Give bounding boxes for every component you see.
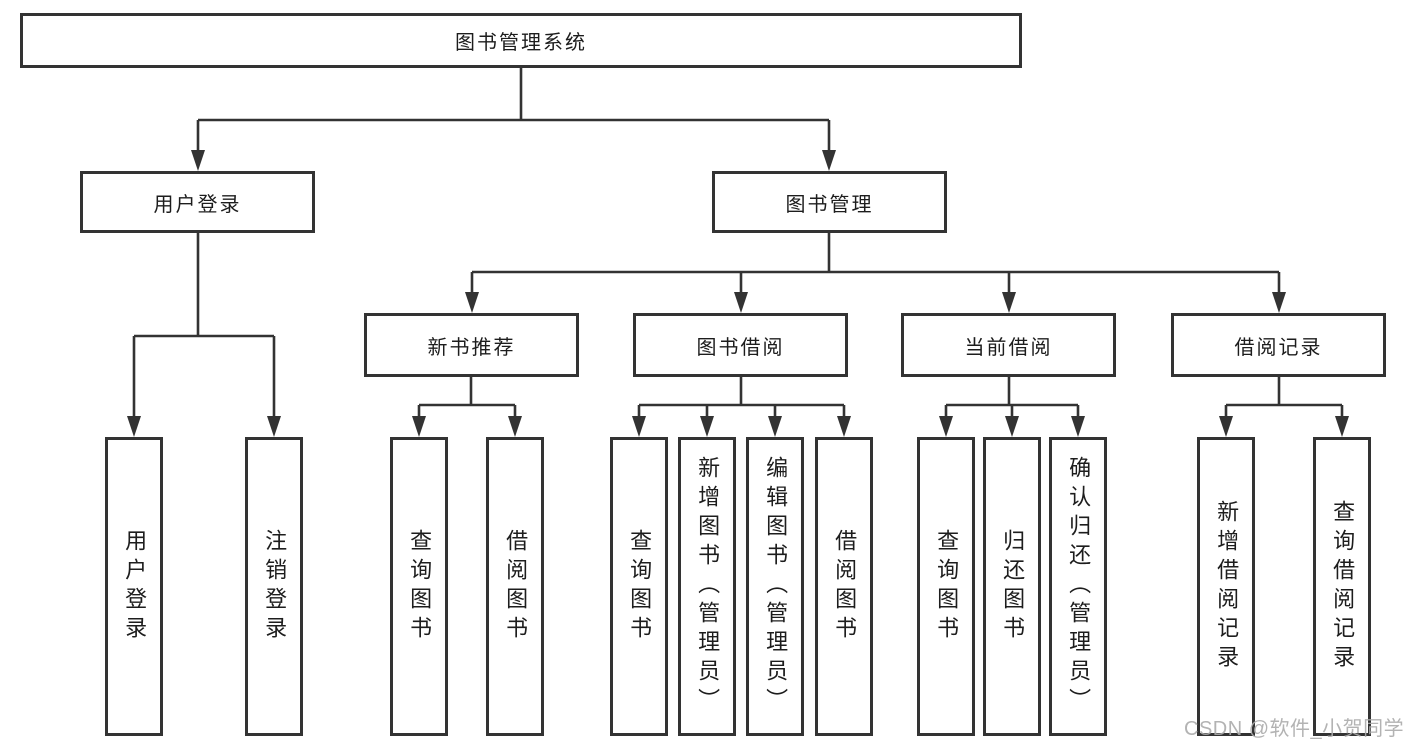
node-label-leaf-query-books-3: 查询图书	[934, 528, 960, 645]
node-label-leaf-logout: 注销登录	[262, 528, 288, 645]
watermark-text: CSDN @软件_小贺同学	[1184, 718, 1405, 740]
arrowhead-icon	[127, 416, 141, 437]
node-label-leaf-add-books: 新增图书（管理员）	[695, 456, 721, 717]
node-label-user-login: 用户登录	[153, 193, 242, 216]
node-leaf-query-borrow-record: 查询借阅记录	[1313, 437, 1371, 736]
node-leaf-borrow-books-1: 借阅图书	[486, 437, 544, 736]
arrowhead-icon	[465, 292, 479, 313]
node-leaf-add-borrow-record: 新增借阅记录	[1197, 437, 1255, 736]
arrowhead-icon	[412, 416, 426, 437]
arrowhead-icon	[734, 292, 748, 313]
node-label-leaf-query-books-2: 查询图书	[627, 528, 653, 645]
arrowhead-icon	[1272, 292, 1286, 313]
node-label-root-system: 图书管理系统	[455, 32, 587, 54]
node-label-leaf-confirm-return: 确认归还（管理员）	[1066, 456, 1092, 717]
node-new-book-recommend: 新书推荐	[364, 313, 579, 377]
arrowhead-icon	[267, 416, 281, 437]
arrowhead-icon	[1219, 416, 1233, 437]
node-label-leaf-user-login: 用户登录	[122, 528, 148, 645]
node-label-borrowing-records: 借阅记录	[1234, 336, 1323, 359]
node-book-borrowing: 图书借阅	[633, 313, 848, 377]
node-user-login: 用户登录	[80, 171, 315, 233]
node-leaf-logout: 注销登录	[245, 437, 303, 736]
arrowhead-icon	[700, 416, 714, 437]
arrowhead-icon	[191, 150, 205, 171]
node-label-leaf-query-borrow-record: 查询借阅记录	[1330, 499, 1356, 674]
arrowhead-icon	[939, 416, 953, 437]
arrowhead-icon	[768, 416, 782, 437]
node-label-book-borrowing: 图书借阅	[696, 336, 785, 359]
node-label-leaf-query-books-1: 查询图书	[407, 528, 433, 645]
node-label-new-book-recommend: 新书推荐	[427, 336, 516, 359]
node-label-current-borrowing: 当前借阅	[964, 336, 1053, 359]
arrowhead-icon	[508, 416, 522, 437]
arrowhead-icon	[632, 416, 646, 437]
node-label-leaf-edit-books: 编辑图书（管理员）	[763, 456, 789, 717]
node-leaf-confirm-return: 确认归还（管理员）	[1049, 437, 1107, 736]
node-leaf-add-books: 新增图书（管理员）	[678, 437, 736, 736]
node-borrowing-records: 借阅记录	[1171, 313, 1386, 377]
node-current-borrowing: 当前借阅	[901, 313, 1116, 377]
node-book-management: 图书管理	[712, 171, 947, 233]
node-label-leaf-add-borrow-record: 新增借阅记录	[1214, 499, 1240, 674]
node-leaf-user-login: 用户登录	[105, 437, 163, 736]
node-leaf-return-books: 归还图书	[983, 437, 1041, 736]
arrowhead-icon	[1071, 416, 1085, 437]
node-leaf-query-books-1: 查询图书	[390, 437, 448, 736]
arrowhead-icon	[1335, 416, 1349, 437]
node-leaf-borrow-books-2: 借阅图书	[815, 437, 873, 736]
node-root-system: 图书管理系统	[20, 13, 1022, 68]
node-label-leaf-borrow-books-1: 借阅图书	[503, 528, 529, 645]
node-leaf-query-books-2: 查询图书	[610, 437, 668, 736]
node-leaf-query-books-3: 查询图书	[917, 437, 975, 736]
arrowhead-icon	[837, 416, 851, 437]
arrowhead-icon	[822, 150, 836, 171]
node-label-leaf-borrow-books-2: 借阅图书	[832, 528, 858, 645]
node-label-book-management: 图书管理	[785, 193, 874, 216]
arrowhead-icon	[1002, 292, 1016, 313]
node-label-leaf-return-books: 归还图书	[1000, 528, 1026, 645]
node-leaf-edit-books: 编辑图书（管理员）	[746, 437, 804, 736]
arrowhead-icon	[1005, 416, 1019, 437]
